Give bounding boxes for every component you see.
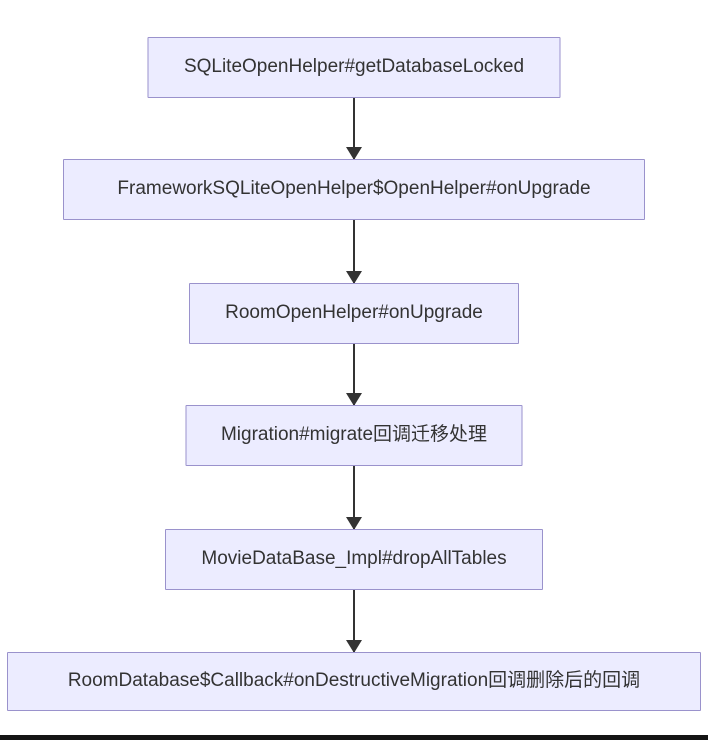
- flow-node-label: SQLiteOpenHelper#getDatabaseLocked: [183, 56, 525, 78]
- bottom-divider-bar: [0, 735, 708, 740]
- flow-node-moviedatabase-impl-dropalltables: MovieDataBase_Impl#dropAllTables: [165, 529, 543, 590]
- flow-node-sqliteopenhelper-getdatabaselocked: SQLiteOpenHelper#getDatabaseLocked: [147, 37, 561, 98]
- flow-node-label: RoomDatabase$Callback#onDestructiveMigra…: [67, 670, 641, 692]
- arrow-line: [353, 344, 355, 405]
- arrow-line: [353, 466, 355, 529]
- arrow-head-icon: [346, 517, 362, 530]
- flow-node-label: FrameworkSQLiteOpenHelper$OpenHelper#onU…: [117, 178, 591, 200]
- arrow-line: [353, 98, 355, 159]
- flow-node-label: RoomOpenHelper#onUpgrade: [225, 302, 483, 324]
- arrow-head-icon: [346, 271, 362, 284]
- arrow-line: [353, 590, 355, 652]
- arrow-head-icon: [346, 640, 362, 653]
- arrow-head-icon: [346, 393, 362, 406]
- flow-node-label: Migration#migrate回调迁移处理: [220, 424, 488, 446]
- arrow-head-icon: [346, 147, 362, 160]
- flow-node-roomdatabase-callback-ondestructivemigration: RoomDatabase$Callback#onDestructiveMigra…: [7, 652, 701, 711]
- flow-node-migration-migrate: Migration#migrate回调迁移处理: [185, 405, 523, 466]
- flow-node-label: MovieDataBase_Impl#dropAllTables: [201, 548, 507, 570]
- arrow-line: [353, 220, 355, 283]
- flow-node-roomopenhelper-onupgrade: RoomOpenHelper#onUpgrade: [189, 283, 519, 344]
- flow-node-frameworksqliteopenhelper-onupgrade: FrameworkSQLiteOpenHelper$OpenHelper#onU…: [63, 159, 645, 220]
